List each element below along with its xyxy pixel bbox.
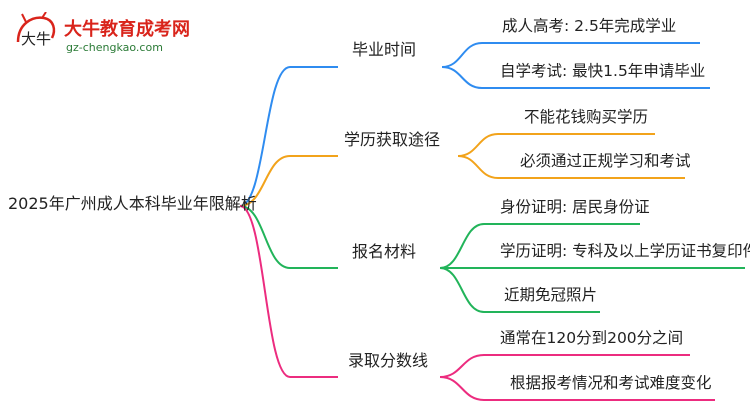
leaf-recent-photo: 近期免冠照片 <box>504 286 598 304</box>
logo-url: gz-chengkao.com <box>66 41 163 54</box>
leaf-self-study-duration: 自学考试: 最快1.5年申请毕业 <box>500 62 706 80</box>
connector-blue-leaf-2 <box>441 66 710 89</box>
connector-pink-leaf-1 <box>439 354 690 378</box>
connector-pink-leaf-2 <box>439 376 715 401</box>
root-node: 2025年广州成人本科毕业年限解析 <box>8 194 257 213</box>
logo-mark-glyph: 大牛 <box>21 30 51 48</box>
leaf-adult-exam-duration: 成人高考: 2.5年完成学业 <box>502 17 677 35</box>
leaf-formal-study-exam: 必须通过正规学习和考试 <box>520 152 691 170</box>
connector-root-pink <box>239 205 338 378</box>
connector-root-blue <box>239 66 338 207</box>
connector-orange-leaf-2 <box>457 155 685 179</box>
branch-admission-score: 录取分数线 <box>348 351 429 370</box>
leaf-score-range: 通常在120分到200分之间 <box>500 329 684 347</box>
branch-degree-path: 学历获取途径 <box>344 130 441 149</box>
connector-root-orange <box>239 155 338 207</box>
leaf-score-variation: 根据报考情况和考试难度变化 <box>510 374 712 392</box>
branch-application-materials: 报名材料 <box>352 242 417 261</box>
leaf-no-buying-degree: 不能花钱购买学历 <box>524 108 649 126</box>
connector-green-leaf-3 <box>439 267 600 313</box>
leaf-identity-proof: 身份证明: 居民身份证 <box>500 198 650 216</box>
connector-orange-leaf-1 <box>457 133 655 157</box>
site-logo[interactable]: 大牛 大牛教育成考网 gz-chengkao.com <box>8 8 208 58</box>
logo-title: 大牛教育成考网 <box>64 19 190 40</box>
connector-blue-leaf-1 <box>441 42 700 68</box>
connector-root-green <box>239 205 338 269</box>
connector-green-leaf-1 <box>439 223 640 269</box>
branch-graduation-time: 毕业时间 <box>352 40 417 59</box>
leaf-education-proof: 学历证明: 专科及以上学历证书复印件 <box>500 242 750 260</box>
ox-logo-icon: 大牛 <box>16 12 56 48</box>
